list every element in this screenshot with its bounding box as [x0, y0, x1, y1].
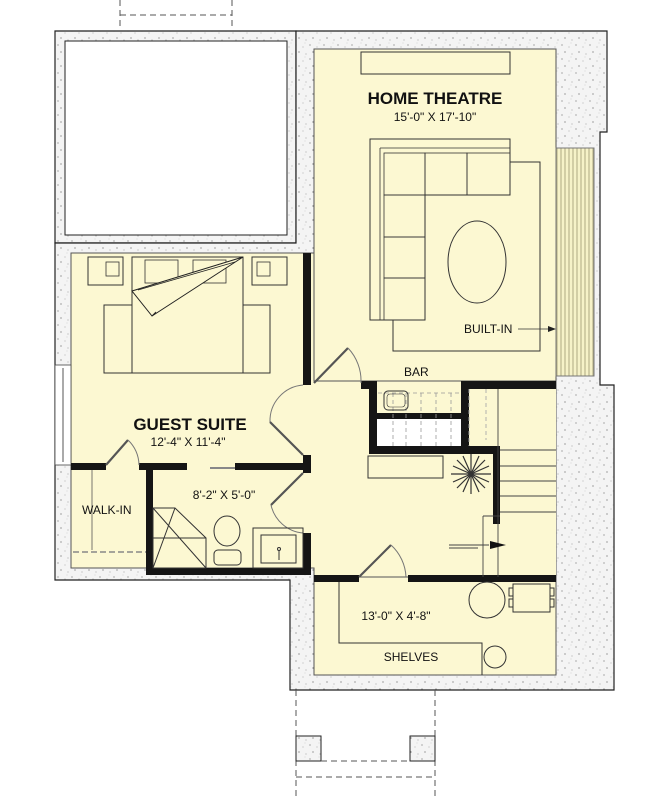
bar-counter: [377, 389, 461, 446]
shelves-label: SHELVES: [384, 650, 438, 664]
bath-size: 8'-2" X 5'-0": [193, 488, 255, 502]
walk-in-shelf: [73, 470, 146, 553]
toilet: [213, 515, 242, 566]
guest-suite-size: 12'-4" X 11'-4": [151, 435, 226, 449]
coffee-table: [447, 220, 507, 304]
round-table: [468, 581, 506, 619]
water-heater: [483, 645, 507, 669]
home-theatre-title: HOME THEATRE: [368, 89, 503, 108]
desk: [508, 583, 555, 613]
hall-bench: [367, 455, 444, 479]
nightstand-right: [251, 256, 288, 286]
storage-size: 13'-0" X 4'-8": [361, 609, 430, 623]
theatre-screen-cabinet: [360, 51, 511, 75]
theatre-rug: [392, 161, 541, 352]
built-in-cabinet: [555, 147, 595, 377]
home-theatre-size: 15'-0" X 17'-10": [394, 110, 476, 124]
built-in-label: BUILT-IN: [464, 322, 512, 336]
nightstand-left: [87, 256, 124, 286]
bar-label: BAR: [404, 365, 429, 379]
left-window: [54, 364, 72, 466]
bed: [103, 256, 271, 374]
bottom-patio-outline: [295, 690, 436, 800]
stairs: [449, 389, 556, 577]
sectional-sofa: [369, 138, 511, 321]
plant-icon: [451, 454, 491, 494]
top-dashed-outline: [119, 0, 233, 30]
walk-in-label: WALK-IN: [82, 503, 132, 517]
shelves: [338, 582, 483, 675]
guest-suite-title: GUEST SUITE: [133, 415, 246, 434]
doors: [105, 347, 407, 578]
interior-walls: [71, 253, 556, 582]
bath-vanity: [252, 527, 304, 569]
shower: [152, 507, 207, 569]
built-in-arrow: [518, 326, 556, 332]
